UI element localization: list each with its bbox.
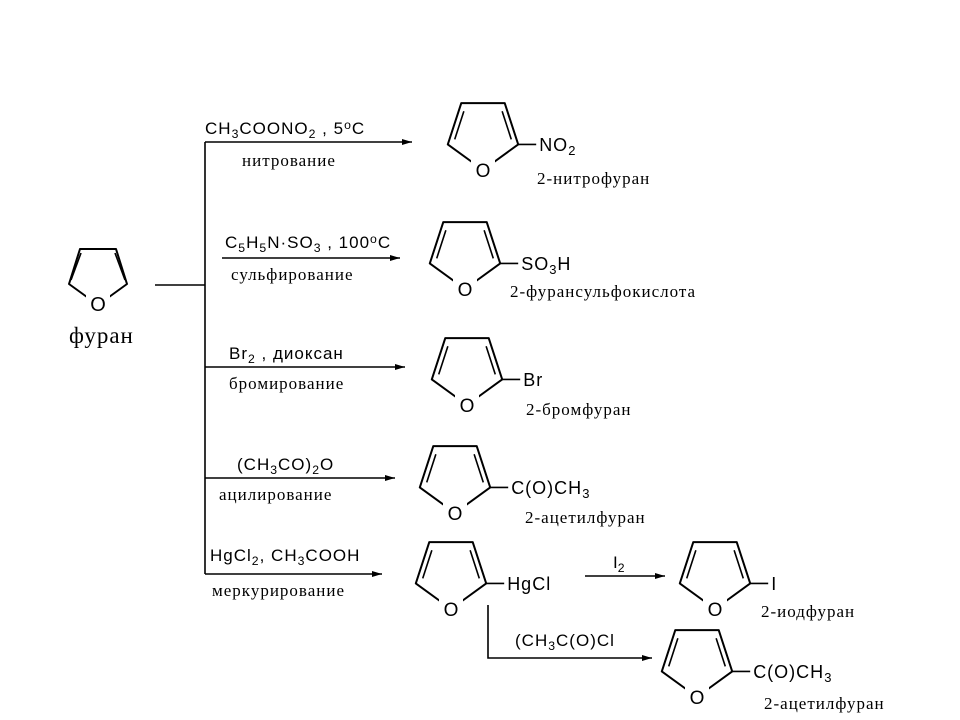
ring-oxygen-label: O bbox=[444, 600, 459, 621]
ring-oxygen-label: O bbox=[690, 688, 705, 709]
product-acetylfuran: O C(O)CH3 bbox=[418, 445, 590, 525]
name-acetylfuran-2: 2-ацетилфуран bbox=[764, 694, 885, 713]
arrow-hg-acylation bbox=[487, 605, 652, 661]
condition-sulfonation: C5H5N·SO3 , 100oC bbox=[225, 232, 391, 255]
product-furansulfonic-acid: O SO3H bbox=[428, 221, 571, 301]
name-iodofuran: 2-иодфуран bbox=[761, 602, 855, 621]
ring-oxygen-label: O bbox=[458, 280, 473, 301]
ring-oxygen-label: O bbox=[476, 161, 491, 182]
substituent-iodo: I bbox=[771, 574, 777, 594]
ring-oxygen-label: O bbox=[448, 504, 463, 525]
furan-oxygen-label: O bbox=[90, 294, 106, 316]
product-furylmercuric-chloride: O HgCl bbox=[414, 541, 551, 621]
substituent-hgcl: HgCl bbox=[507, 574, 551, 594]
condition-nitration: CH3COONO2 , 5oC bbox=[205, 118, 365, 141]
substituent-nitro: NO2 bbox=[539, 135, 576, 158]
condition-bromination: Br2 , диоксан bbox=[229, 344, 344, 366]
product-nitrofuran: O NO2 bbox=[446, 102, 576, 182]
condition-acylation: (CH3CO)2O bbox=[237, 455, 334, 477]
name-bromofuran: 2-бромфуран bbox=[526, 400, 631, 419]
ring-oxygen-label: O bbox=[708, 600, 723, 621]
furan-ring: O bbox=[68, 248, 128, 316]
type-nitration: нитрование bbox=[242, 151, 336, 170]
furan-name: фуран bbox=[69, 323, 134, 348]
type-acylation: ацилирование bbox=[219, 485, 332, 504]
substituent-bromo: Br bbox=[523, 370, 543, 390]
name-furansulfonic-acid: 2-фурансульфокислота bbox=[510, 282, 696, 301]
product-acetylfuran-2: O C(O)CH3 bbox=[660, 629, 832, 709]
name-nitrofuran: 2-нитрофуран bbox=[537, 169, 650, 188]
ring-oxygen-label: O bbox=[460, 396, 475, 417]
type-mercuration: меркурирование bbox=[212, 581, 345, 600]
substituent-acetyl: C(O)CH3 bbox=[753, 662, 832, 685]
product-iodofuran: OI bbox=[678, 541, 777, 621]
product-bromofuran: O Br bbox=[430, 337, 543, 417]
name-acetylfuran: 2-ацетилфуран bbox=[525, 508, 646, 527]
type-sulfonation: сульфирование bbox=[231, 265, 354, 284]
type-bromination: бромирование bbox=[229, 374, 344, 393]
condition-mercuration: HgCl2, CH3COOH bbox=[210, 546, 360, 568]
condition-hg-acylation: (CH3C(O)Cl bbox=[515, 631, 615, 653]
substituent-acetyl: C(O)CH3 bbox=[511, 478, 590, 501]
condition-iodination: I2 bbox=[613, 553, 625, 575]
substituent-sulfo: SO3H bbox=[521, 254, 571, 277]
